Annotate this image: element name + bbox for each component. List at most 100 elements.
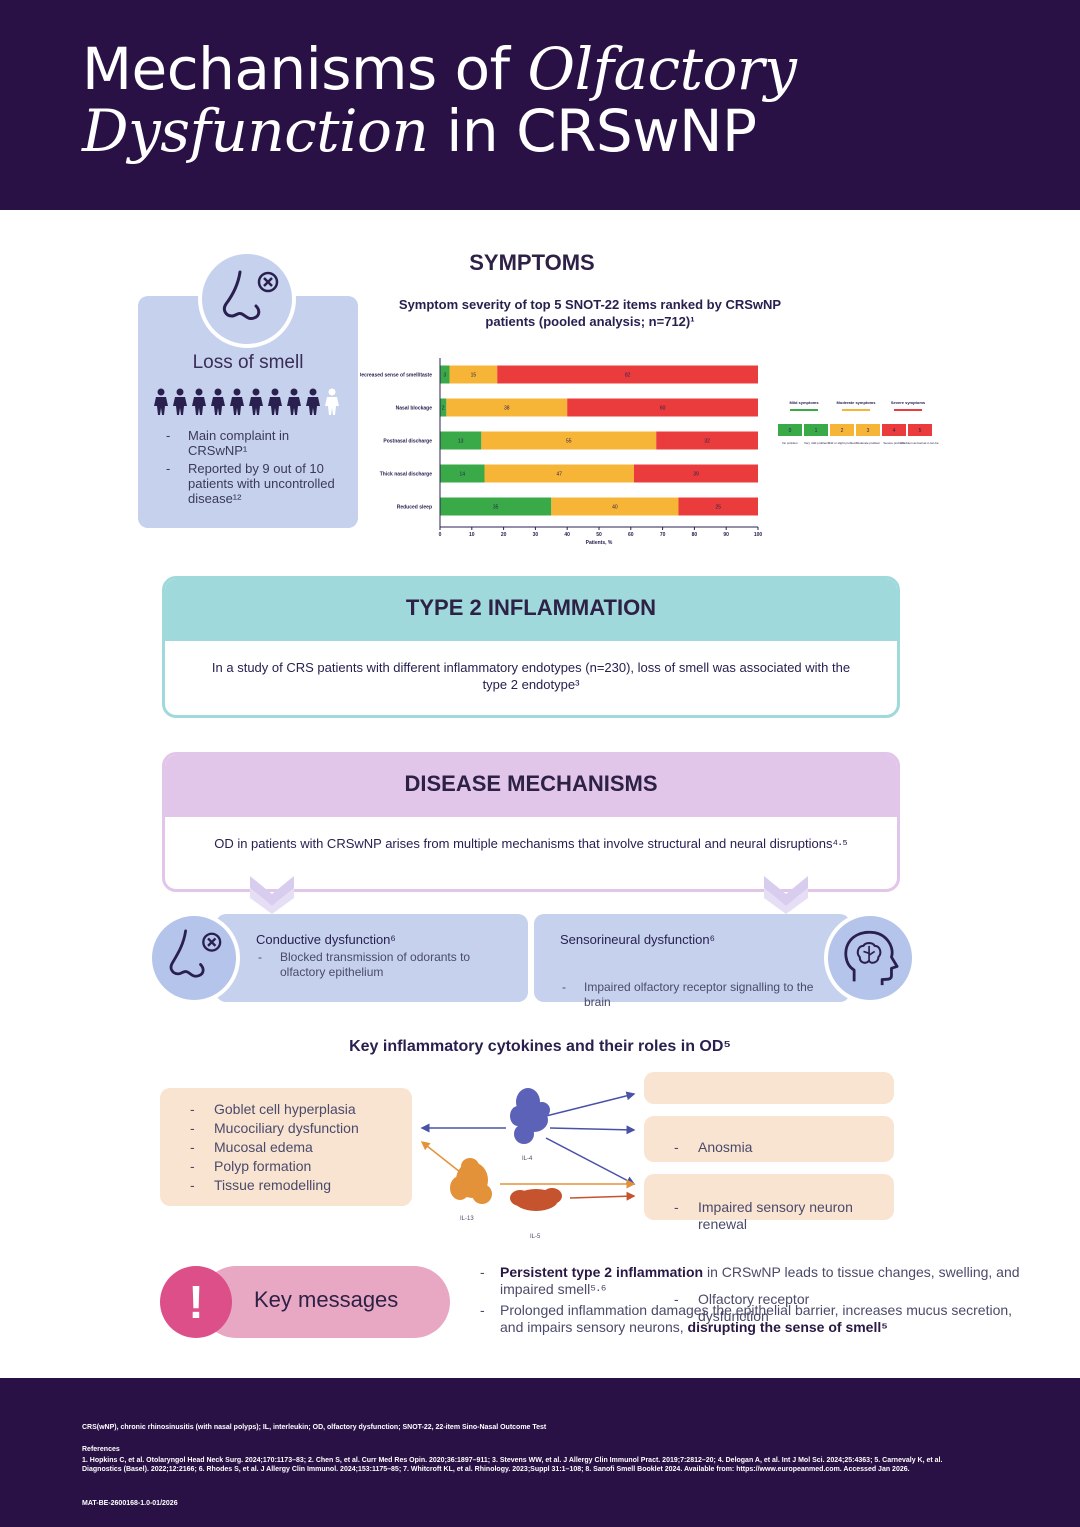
legend-swatch xyxy=(908,424,932,436)
smell-bullet-1: Main complaint in CRSwNP¹ xyxy=(164,428,344,458)
legend-swatch xyxy=(804,424,828,436)
x-tick-label: 80 xyxy=(692,532,698,538)
data-label: 13 xyxy=(458,439,464,445)
person-icon xyxy=(211,388,225,415)
footer-references-heading: References xyxy=(82,1446,120,1453)
x-tick-label: 100 xyxy=(754,532,763,538)
nose-icon xyxy=(222,270,279,320)
category-label: Postnasal discharge xyxy=(383,439,432,445)
loss-of-smell-title: Loss of smell xyxy=(192,352,304,373)
person-icon xyxy=(173,388,187,415)
bar-segment xyxy=(440,365,450,384)
smell-bullet-2: Reported by 9 out of 10 patients with un… xyxy=(164,461,344,506)
legend-score: 1 xyxy=(815,428,818,434)
data-label: 14 xyxy=(459,472,465,478)
person-icon xyxy=(154,388,168,415)
bar-segment xyxy=(656,431,758,450)
data-label: 55 xyxy=(566,439,572,445)
type2-title: TYPE 2 INFLAMMATION xyxy=(405,595,657,620)
x-axis-label: Patients, % xyxy=(586,540,613,546)
conductive-title: Conductive dysfunction⁶ xyxy=(256,932,396,947)
x-tick-label: 60 xyxy=(628,532,634,538)
loss-of-smell-bullets: Main complaint in CRSwNP¹ Reported by 9 … xyxy=(164,428,344,509)
key-message-2-bold: disrupting the sense of smell⁵ xyxy=(687,1319,888,1335)
legend-group-label: Moderate symptoms xyxy=(837,400,877,405)
x-tick-label: 10 xyxy=(469,532,475,538)
bar-segment xyxy=(446,398,568,417)
legend-score-description: Severe problem xyxy=(883,441,905,445)
bar-segment xyxy=(633,464,758,483)
person-icon xyxy=(287,388,301,415)
footer-material-code: MAT-BE-2600168-1.0-01/2026 xyxy=(82,1500,178,1507)
data-label: 47 xyxy=(556,472,562,478)
data-label: 3 xyxy=(443,373,446,379)
il5-label: IL-5 xyxy=(530,1234,541,1240)
key-message-1: Persistent type 2 inflammation in CRSwNP… xyxy=(478,1264,1038,1298)
data-label: 60 xyxy=(660,406,666,412)
sensorineural-icon-circle xyxy=(824,912,916,1004)
title-italic-2: Dysfunction xyxy=(82,97,429,165)
x-tick-label: 0 xyxy=(439,532,442,538)
disease-mechanisms-header xyxy=(165,755,897,817)
person-icon xyxy=(306,388,320,415)
arrow-il4-anosmia xyxy=(545,1091,636,1117)
disease-mechanisms-box: DISEASE MECHANISMS OD in patients with C… xyxy=(162,752,900,892)
chart-title: Symptom severity of top 5 SNOT-22 items … xyxy=(398,297,782,329)
key-message-2-pre: Prolonged inflammation damages the epith… xyxy=(500,1302,1013,1335)
legend-score-description: No problem xyxy=(782,441,798,445)
category-label: Thick nasal discharge xyxy=(380,472,432,478)
bar-segment xyxy=(440,464,485,483)
legend-score: 0 xyxy=(789,428,792,434)
bar-segment xyxy=(440,497,552,516)
arrow-il13-left xyxy=(420,1141,461,1173)
person-icon xyxy=(230,388,244,415)
data-label: 35 xyxy=(493,505,499,511)
bar-segment xyxy=(481,431,657,450)
data-label: 39 xyxy=(693,472,699,478)
category-label: Nasal blockage xyxy=(396,406,433,412)
x-tick-label: 90 xyxy=(723,532,729,538)
legend-swatch xyxy=(830,424,854,436)
data-label: 32 xyxy=(704,439,710,445)
cytokine-diagram: IL-4 IL-13 IL-5 xyxy=(420,1088,636,1240)
anosmia-box xyxy=(644,1072,894,1104)
key-messages-label: Key messages xyxy=(254,1287,399,1312)
key-message-1-rest: in CRSwNP leads to tissue changes, swell… xyxy=(500,1264,1020,1297)
symptoms-title: SYMPTOMS xyxy=(469,250,595,275)
people-pictogram xyxy=(152,388,348,416)
bar-segment xyxy=(440,431,482,450)
head-brain-icon xyxy=(844,930,899,986)
legend-score-description: Moderate problem xyxy=(856,441,881,445)
type2-text: In a study of CRS patients with differen… xyxy=(211,660,851,692)
il13-molecule xyxy=(450,1158,492,1204)
x-tick-label: 20 xyxy=(501,532,507,538)
conductive-icon-circle xyxy=(148,912,240,1004)
key-message-1-bold: Persistent type 2 inflammation xyxy=(500,1264,704,1280)
header-banner xyxy=(0,0,1080,210)
symptom-severity-chart: Decreased sense of smell/taste 3 15 82Nasal… xyxy=(360,358,763,546)
data-label: 38 xyxy=(504,406,510,412)
title-italic-1: Olfactory xyxy=(527,35,797,103)
legend-score-description: Problem as bad as it can be xyxy=(901,441,939,445)
legend-score: 4 xyxy=(893,428,896,434)
key-messages-list: Persistent type 2 inflammation in CRSwNP… xyxy=(478,1264,1038,1340)
legend-group-label: Mild symptoms xyxy=(789,400,819,405)
tissue-effect-item: Polyp formation xyxy=(188,1157,359,1176)
person-icon xyxy=(249,388,263,415)
legend-score: 2 xyxy=(841,428,844,434)
il13-label: IL-13 xyxy=(460,1216,474,1222)
tissue-effect-item: Mucociliary dysfunction xyxy=(188,1119,359,1138)
alert-icon-circle xyxy=(160,1266,232,1338)
arrow-il5-receptor xyxy=(569,1191,636,1201)
category-label: Decreased sense of smell/taste xyxy=(360,373,432,379)
sensorineural-bullet: Impaired olfactory receptor signalling t… xyxy=(560,980,814,1010)
type2-inflammation-box: TYPE 2 INFLAMMATION In a study of CRS pa… xyxy=(162,576,900,718)
cytokines-title: Key inflammatory cytokines and their rol… xyxy=(349,1038,731,1055)
data-label: 15 xyxy=(471,373,477,379)
legend-score-description: Mild or slight problem xyxy=(828,441,857,445)
il4-molecule xyxy=(510,1088,550,1144)
data-label: 82 xyxy=(625,373,631,379)
disease-mechanisms-text: OD in patients with CRSwNP arises from m… xyxy=(214,836,848,851)
data-label: 25 xyxy=(715,505,721,511)
